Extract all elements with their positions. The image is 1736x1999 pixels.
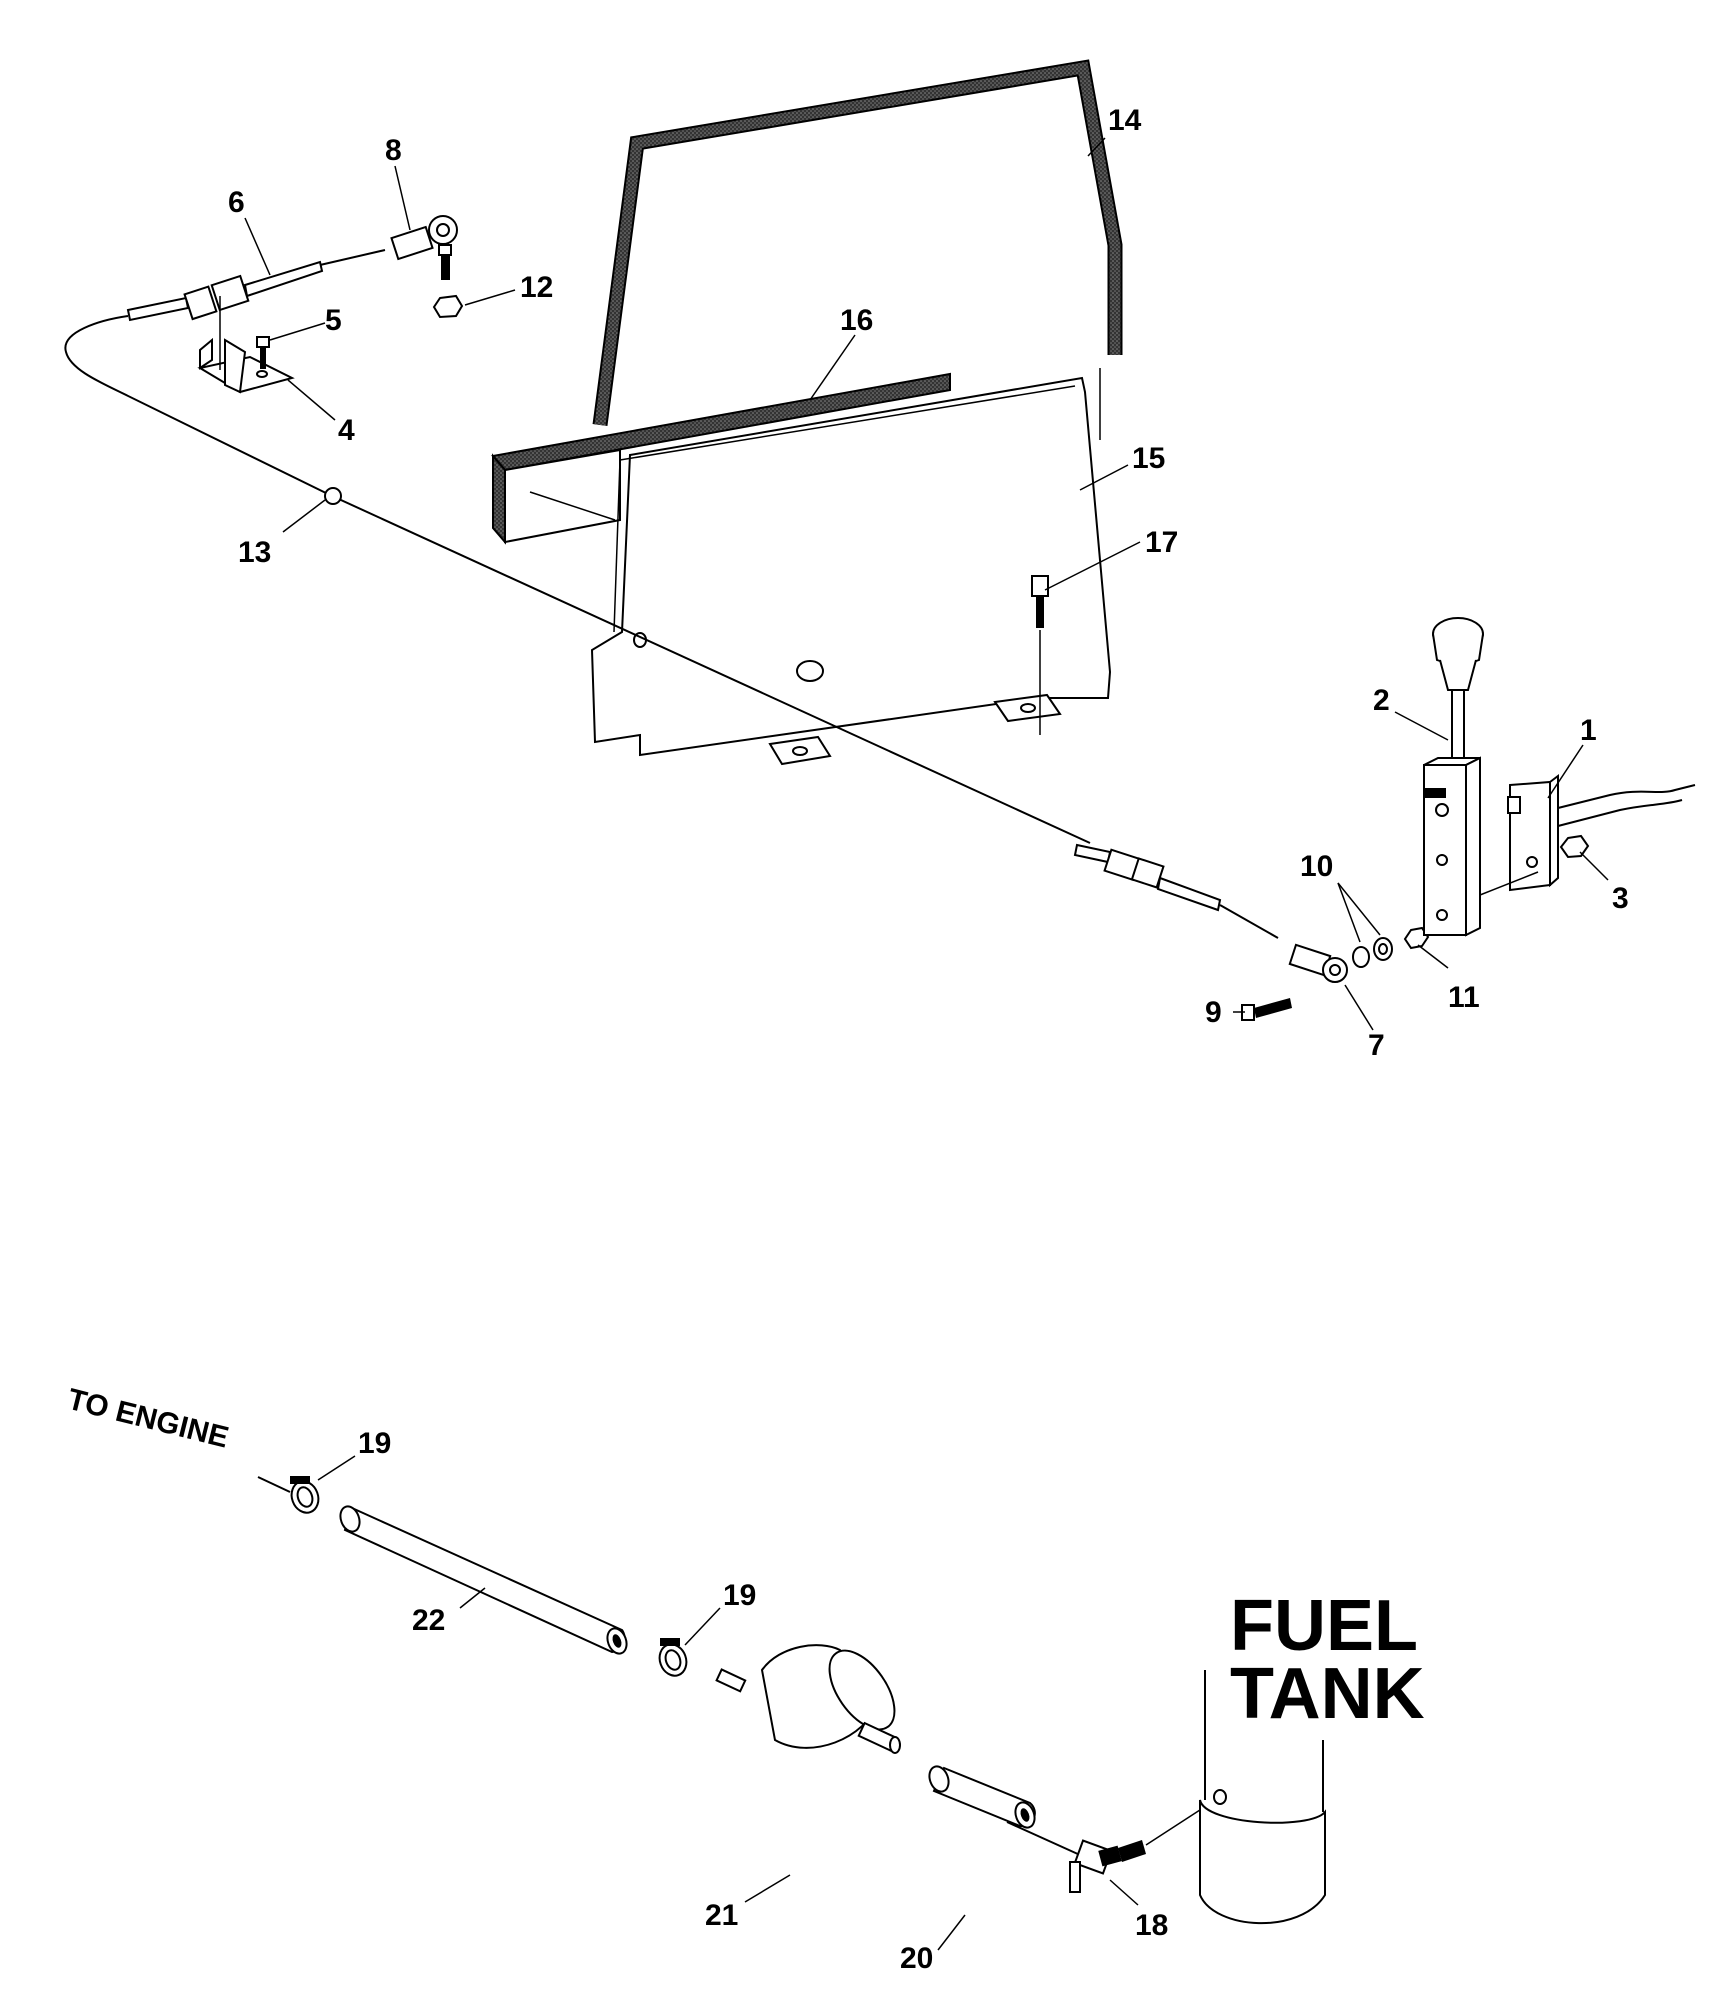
callouts: 1 2 3 4 5 6 7 8 9 10 11 12 13 14 15 16 1… [228,104,1629,1975]
callout-6: 6 [228,186,245,219]
bolt-part-17 [1031,575,1049,735]
nut-part-3 [1559,834,1590,859]
rod-end-part-7 [1288,943,1348,983]
cable-end-part-6 [126,249,386,322]
callout-4: 4 [338,414,355,447]
hose-part-22 [339,1505,628,1655]
bolt-part-9 [1241,998,1292,1021]
callout-20: 20 [900,1942,933,1975]
nut-part-12 [432,294,464,319]
bracket-part-4 [197,296,295,394]
callout-14: 14 [1108,104,1142,137]
hose-part-20 [928,1765,1036,1829]
tank-label: TANK [1230,1654,1425,1734]
callout-11: 11 [1448,981,1480,1014]
screw-part-5 [256,336,270,369]
throttle-lever-part-2 [1423,617,1484,937]
callout-16: 16 [840,304,873,337]
cable-end-lower [1073,843,1279,939]
callout-15: 15 [1132,442,1165,475]
trim-seal-part-14 [592,59,1123,440]
callout-3: 3 [1612,882,1629,915]
callout-19-b: 19 [723,1579,756,1612]
shutoff-valve-part-18 [1069,1807,1204,1893]
hose-clamp-part-19-b [658,1638,688,1677]
callout-9: 9 [1205,996,1222,1029]
to-engine-label: TO ENGINE [64,1383,232,1455]
fuel-line [257,1476,1081,1856]
fuel-filter-part-21 [715,1644,901,1754]
callout-1: 1 [1580,714,1597,747]
callout-8: 8 [385,134,402,167]
callout-22: 22 [412,1604,445,1637]
callout-17: 17 [1145,526,1178,559]
callout-5: 5 [325,304,342,337]
nut-part-11 [1403,926,1430,950]
hose-clamp-part-19-a [290,1476,320,1514]
washers-part-10 [1352,937,1393,968]
rod-end-part-8 [390,215,458,280]
callout-21: 21 [705,1899,738,1932]
panel-part-15 [590,376,1112,766]
callout-13: 13 [238,536,271,569]
leader-lines [244,137,1609,1951]
callout-7: 7 [1368,1029,1385,1062]
throttle-cable [64,315,1091,844]
callout-2: 2 [1373,684,1390,717]
seal-strip-part-16 [491,372,951,545]
callout-12: 12 [520,271,553,304]
fuel-label: FUEL [1230,1586,1418,1666]
callout-18: 18 [1135,1909,1168,1942]
mounting-bracket-part-1 [1479,774,1696,896]
callout-19-a: 19 [358,1427,391,1460]
callout-10: 10 [1300,850,1333,883]
fuel-tank [1199,1670,1326,1925]
